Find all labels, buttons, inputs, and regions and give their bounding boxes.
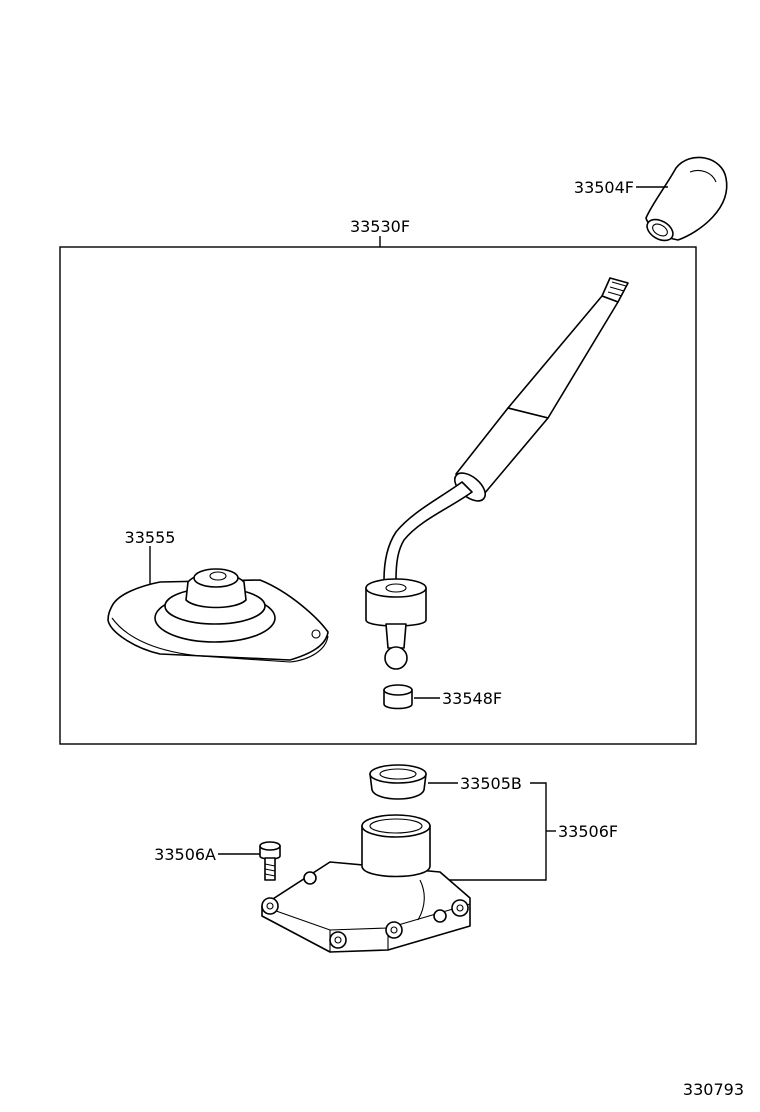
label-seat: 33505B <box>460 774 522 793</box>
leader-housing-bracket <box>430 782 547 881</box>
kit-frame <box>59 246 697 745</box>
bushing <box>383 684 413 710</box>
bolt <box>259 841 281 881</box>
shift-lever <box>365 277 629 670</box>
label-lever-assy: 33530F <box>350 217 410 236</box>
shift-knob <box>645 156 728 242</box>
label-bolt: 33506A <box>154 845 216 864</box>
label-boot: 33555 <box>125 528 176 547</box>
label-knob: 33504F <box>574 178 634 197</box>
shift-boot <box>107 568 329 663</box>
diagram-code: 330793 <box>683 1080 744 1099</box>
label-bushing: 33548F <box>442 689 502 708</box>
seat-ring <box>369 764 427 800</box>
shift-housing <box>261 814 471 953</box>
label-housing: 33506F <box>558 822 618 841</box>
